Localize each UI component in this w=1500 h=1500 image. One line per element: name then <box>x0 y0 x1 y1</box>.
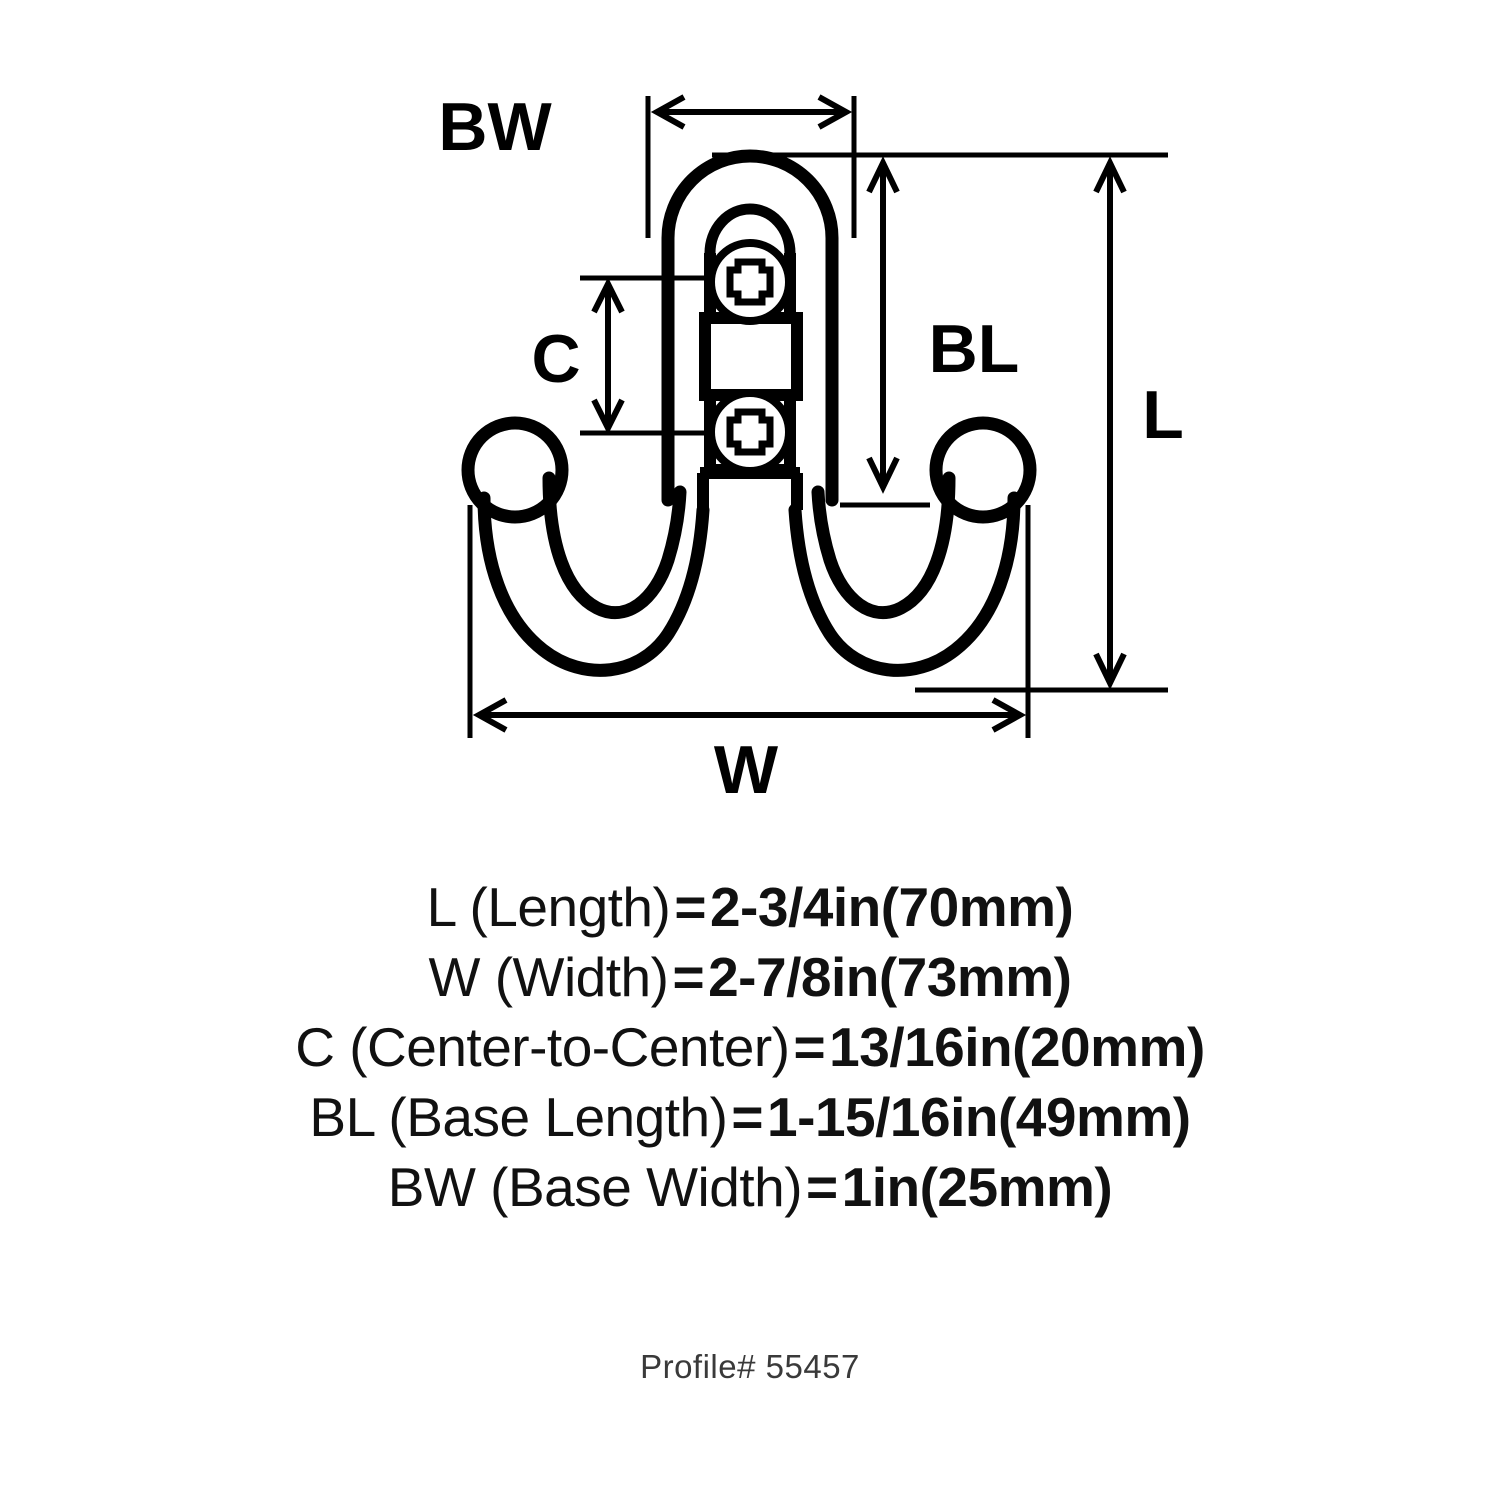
dimension-w: W <box>467 505 1031 808</box>
spec-label-base-length: BL (Base Length) <box>309 1086 728 1148</box>
screw-cross-slot <box>726 258 774 306</box>
spec-value-center-to-center: 13/16in(20mm) <box>829 1016 1205 1078</box>
hook-right-arm-outer <box>788 491 1021 677</box>
l-label: L <box>1142 377 1184 453</box>
spec-row-width: W (Width)=2-7/8in(73mm) <box>0 942 1500 1012</box>
c-arrow-bottom <box>591 398 625 435</box>
l-arrow-bottom <box>1093 652 1127 690</box>
bl-arrow-top <box>866 156 900 194</box>
spec-label-length: L (Length) <box>426 876 671 938</box>
bw-label: BW <box>438 89 552 165</box>
spec-equals-length: = <box>674 876 706 938</box>
dimension-l: L <box>915 156 1184 693</box>
spec-value-base-width: 1in(25mm) <box>841 1156 1113 1218</box>
bl-label: BL <box>929 311 1020 387</box>
hook-left-arm-outer <box>477 491 710 677</box>
w-arrow-left <box>472 697 508 733</box>
hook-part-outline <box>461 149 1037 677</box>
spec-row-center-to-center: C (Center-to-Center)=13/16in(20mm) <box>0 1012 1500 1082</box>
spec-row-base-length: BL (Base Length)=1-15/16in(49mm) <box>0 1082 1500 1152</box>
spec-label-center-to-center: C (Center-to-Center) <box>295 1016 790 1078</box>
spec-row-length: L (Length)=2-3/4in(70mm) <box>0 872 1500 942</box>
spec-equals-width: = <box>672 946 705 1008</box>
dimension-bw: BW <box>438 89 857 238</box>
specification-list: L (Length)=2-3/4in(70mm) W (Width)=2-7/8… <box>0 872 1500 1222</box>
spec-row-base-width: BW (Base Width)=1in(25mm) <box>0 1152 1500 1222</box>
spec-value-width: 2-7/8in(73mm) <box>708 946 1072 1008</box>
hook-right-arm-inner <box>811 471 956 620</box>
spec-value-length: 2-3/4in(70mm) <box>709 876 1074 938</box>
spec-equals-base-width: = <box>806 1156 838 1218</box>
phillips-screw-icon-top <box>707 239 793 325</box>
hook-base-inner-arch <box>704 203 796 259</box>
hook-technical-drawing: BW C BL <box>438 89 1184 808</box>
bl-arrow-bottom <box>866 456 900 494</box>
dimension-bl: BL <box>712 152 1168 508</box>
spec-equals-center-to-center: = <box>793 1016 826 1078</box>
phillips-screw-icon-bottom <box>707 389 793 475</box>
spec-label-width: W (Width) <box>428 946 669 1008</box>
spec-equals-base-length: = <box>731 1086 764 1148</box>
l-arrow-top <box>1093 156 1127 194</box>
w-label: W <box>714 732 779 808</box>
c-arrow-top <box>591 277 625 314</box>
dimension-c: C <box>531 275 712 436</box>
dimension-diagram: BW C BL <box>438 89 1184 808</box>
bw-arrow-left <box>650 94 686 130</box>
hook-left-ball-tip <box>461 416 569 524</box>
bw-arrow-right <box>817 94 853 130</box>
plate-middle-window <box>699 312 803 401</box>
profile-number: Profile# 55457 <box>640 1348 860 1385</box>
w-arrow-right <box>991 697 1027 733</box>
hook-left-arm-inner <box>542 471 687 620</box>
screw-cross-slot <box>726 408 774 456</box>
hook-right-ball-tip <box>929 416 1037 524</box>
spec-value-base-length: 1-15/16in(49mm) <box>767 1086 1191 1148</box>
c-label: C <box>531 321 580 397</box>
spec-label-base-width: BW (Base Width) <box>387 1156 803 1218</box>
